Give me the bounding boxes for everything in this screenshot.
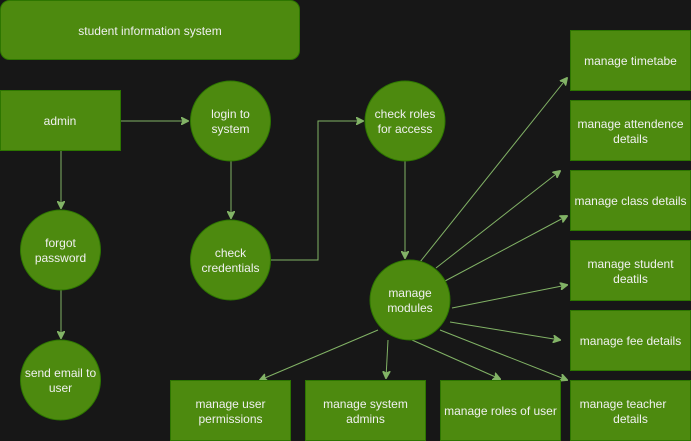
check-roles-node[interactable]: check roles for access [364,80,446,162]
manage-class-label: manage class details [574,194,686,208]
edge-modules-student [451,285,567,309]
send-email-label-2: user [49,381,72,395]
manage-user-permissions-label-1: manage user [195,397,265,411]
edge-modules-system-admins [386,339,388,378]
manage-fee-label: manage fee details [580,334,681,348]
title-node[interactable]: student information system [0,0,300,60]
admin-node[interactable]: admin [0,90,121,151]
edge-credentials-check-roles [270,121,363,261]
manage-attendance-label-2: details [613,132,648,146]
check-roles-label-1: check roles [375,107,436,121]
manage-timetable-label: manage timetabe [584,54,677,68]
check-roles-label-2: for access [378,122,433,136]
manage-roles-node[interactable]: manage roles of user [440,380,561,441]
manage-modules-node[interactable]: manage modules [369,259,451,341]
manage-teacher-label-1: manage teacher [580,397,667,411]
login-label-1: login to [211,107,250,121]
edge-modules-class [444,216,567,282]
send-email-label-1: send email to [25,366,97,380]
login-node[interactable]: login to system [190,80,271,162]
login-label-2: system [211,122,249,136]
manage-teacher-label-2: details [613,412,648,426]
manage-student-label-2: deatils [613,272,648,286]
manage-system-admins-label-2: admins [346,412,385,426]
manage-user-permissions-label-2: permissions [198,412,262,426]
forgot-password-node[interactable]: forgot password [20,209,101,291]
manage-attendance-node[interactable]: manage attendence details [570,100,691,161]
check-credentials-label-1: check [215,246,247,260]
edge-modules-attendance [435,171,560,269]
manage-student-node[interactable]: manage student deatils [570,240,691,301]
manage-roles-label: manage roles of user [444,404,557,418]
edge-modules-permissions [260,329,379,380]
check-credentials-node[interactable]: check credentials [190,219,271,301]
manage-system-admins-label-1: manage system [323,397,408,411]
manage-class-node[interactable]: manage class details [570,170,691,231]
manage-student-label-1: manage student [587,257,674,271]
forgot-password-label-2: password [35,251,86,265]
edges [61,78,567,380]
manage-modules-label-2: modules [387,301,432,315]
manage-timetable-node[interactable]: manage timetabe [570,30,691,91]
title-text: student information system [78,24,221,38]
edge-modules-timetable [419,78,567,263]
check-credentials-label-2: credentials [201,261,259,275]
edge-modules-fee [449,321,560,340]
manage-user-permissions-node[interactable]: manage user permissions [170,380,291,441]
manage-system-admins-node[interactable]: manage system admins [305,380,426,441]
edge-modules-teacher [439,329,567,380]
admin-label: admin [44,114,77,128]
edge-modules-roles [411,339,500,379]
manage-fee-node[interactable]: manage fee details [570,310,691,371]
manage-modules-label-1: manage [388,286,432,300]
manage-teacher-node[interactable]: manage teacher details [570,380,691,441]
manage-attendance-label-1: manage attendence [577,117,683,131]
send-email-node[interactable]: send email to user [20,339,101,421]
forgot-password-label-1: forgot [45,236,76,250]
